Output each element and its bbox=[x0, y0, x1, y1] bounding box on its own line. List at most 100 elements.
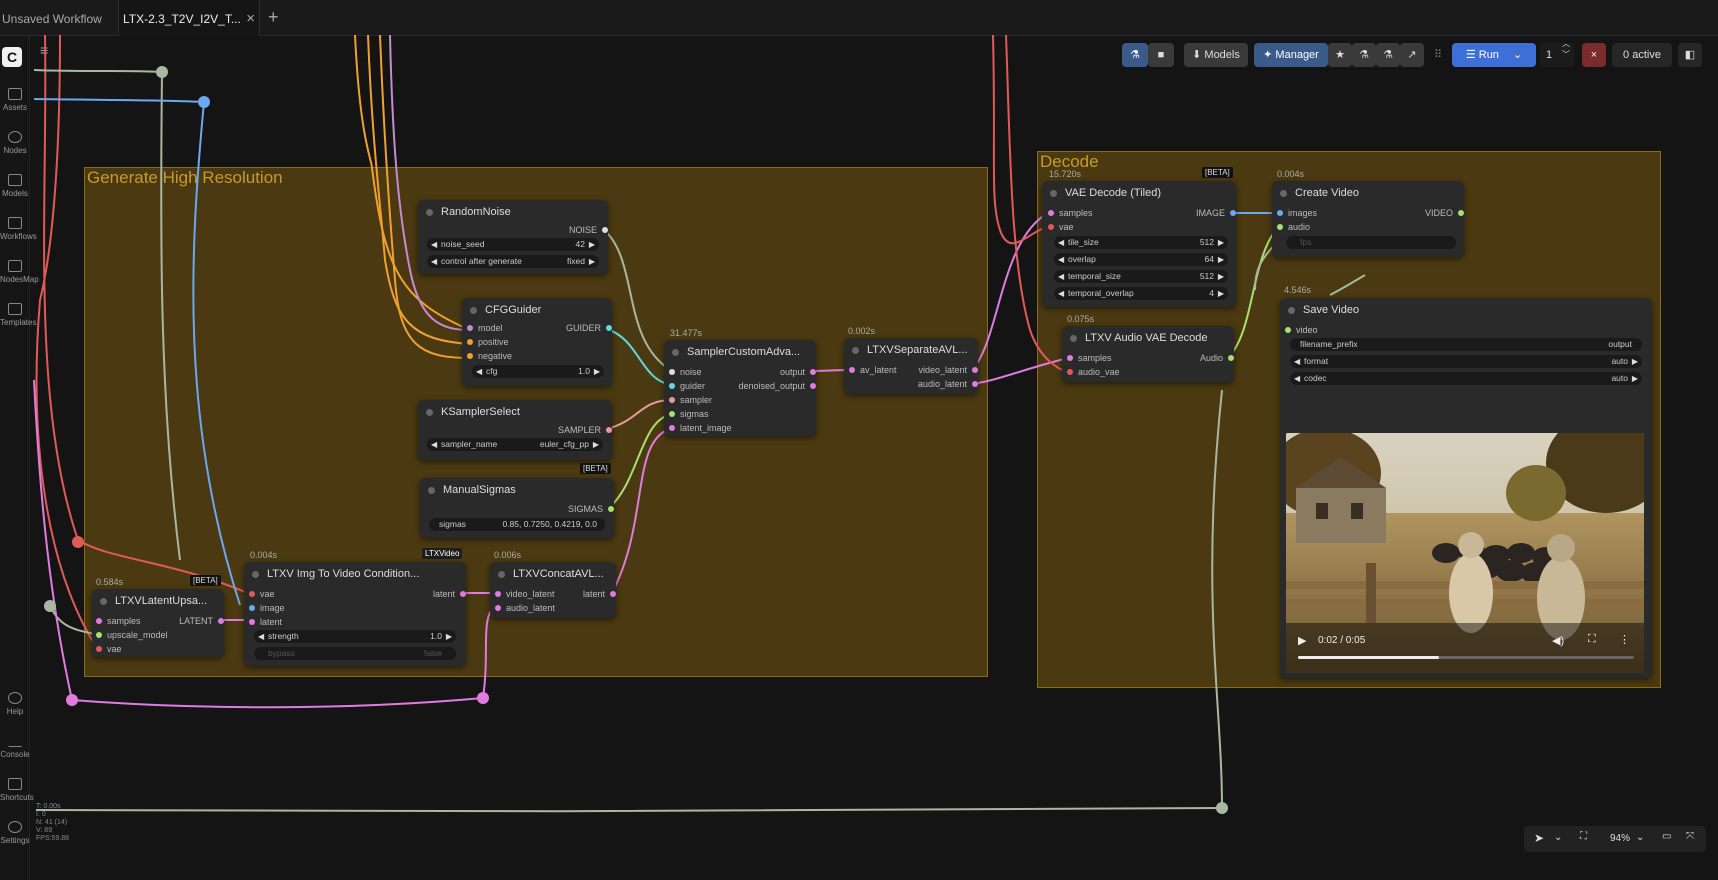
output-port-latent[interactable]: latent bbox=[583, 589, 617, 599]
input-port-av-latent[interactable]: av_latent bbox=[849, 365, 897, 375]
output-port-output[interactable]: output bbox=[780, 367, 817, 377]
zoom-level[interactable]: 94% bbox=[1610, 833, 1631, 844]
output-port-audio[interactable]: Audio bbox=[1200, 353, 1235, 363]
drag-handle-icon[interactable]: ⠿ bbox=[1434, 49, 1443, 61]
share-icon[interactable]: ↗ bbox=[1400, 43, 1424, 67]
close-icon[interactable]: × bbox=[246, 10, 255, 27]
node-ltxv-separate-av-latent[interactable]: LTXVSeparateAVL... av_latent video_laten… bbox=[844, 338, 979, 394]
output-port-noise[interactable]: NOISE bbox=[569, 225, 609, 235]
cancel-queue-button[interactable]: × bbox=[1582, 43, 1606, 67]
input-port-samples[interactable]: samples bbox=[1048, 208, 1093, 218]
output-port-sigmas[interactable]: SIGMAS bbox=[568, 504, 615, 514]
input-port-guider[interactable]: guider bbox=[669, 381, 705, 391]
chevron-down-icon[interactable]: ⌄ bbox=[1554, 832, 1563, 843]
output-port-denoised-output[interactable]: denoised_output bbox=[738, 381, 816, 391]
output-port-video-latent[interactable]: video_latent bbox=[918, 365, 978, 375]
sidebar-item-models[interactable]: Models bbox=[0, 174, 30, 198]
node-vae-decode-tiled[interactable]: VAE Decode (Tiled) samples vae IMAGE ◀ti… bbox=[1042, 181, 1237, 307]
input-port-samples[interactable]: samples bbox=[1067, 353, 1112, 363]
add-tab-icon[interactable]: + bbox=[268, 7, 279, 27]
active-jobs-badge[interactable]: 0 active bbox=[1612, 43, 1672, 67]
input-port-negative[interactable]: negative bbox=[467, 351, 512, 361]
output-port-latent[interactable]: latent bbox=[433, 589, 467, 599]
input-port-vae[interactable]: vae bbox=[96, 644, 122, 654]
output-port-video[interactable]: VIDEO bbox=[1425, 208, 1465, 218]
output-port-image[interactable]: IMAGE bbox=[1196, 208, 1237, 218]
output-port-guider[interactable]: GUIDER bbox=[566, 323, 613, 333]
tab-unsaved-workflow[interactable]: Unsaved Workflow bbox=[0, 0, 118, 36]
minimap-icon[interactable]: ▭ bbox=[1662, 831, 1672, 842]
flask-icon[interactable]: ⚗ bbox=[1352, 43, 1376, 67]
node-ltxv-concat-av-latent[interactable]: LTXVConcatAVL... video_latent audio_late… bbox=[490, 562, 617, 618]
pointer-icon[interactable]: ➤ bbox=[1534, 831, 1545, 845]
input-port-noise[interactable]: noise bbox=[669, 367, 702, 377]
stop-square-icon[interactable]: ■ bbox=[1148, 43, 1174, 67]
output-port-audio-latent[interactable]: audio_latent bbox=[918, 379, 979, 389]
queue-count-stepper[interactable]: 1︿﹀ bbox=[1540, 39, 1574, 67]
fullscreen-icon[interactable]: ⛶ bbox=[1588, 633, 1596, 645]
tab-ltx-workflow[interactable]: LTX-2.3_T2V_I2V_T... × bbox=[118, 0, 260, 36]
node-ltxv-latent-upsampler[interactable]: LTXVLatentUpsa... samples upscale_model … bbox=[92, 589, 224, 657]
toggle-icon[interactable]: ⚗ bbox=[1122, 43, 1148, 67]
widget-fps[interactable]: fps bbox=[1286, 236, 1456, 249]
sidebar-item-workflows[interactable]: Workflows bbox=[0, 217, 37, 241]
star-icon[interactable]: ★ bbox=[1328, 43, 1352, 67]
fit-view-icon[interactable]: ⛶ bbox=[1580, 831, 1587, 842]
input-port-video-latent[interactable]: video_latent bbox=[495, 589, 555, 599]
input-port-positive[interactable]: positive bbox=[467, 337, 509, 347]
video-progress-track[interactable] bbox=[1298, 656, 1634, 659]
input-port-sigmas[interactable]: sigmas bbox=[669, 409, 709, 419]
output-port-sampler[interactable]: SAMPLER bbox=[558, 425, 613, 435]
input-port-image[interactable]: image bbox=[249, 603, 285, 613]
sidebar-item-nodes[interactable]: Nodes bbox=[0, 131, 30, 155]
input-port-vae[interactable]: vae bbox=[1048, 222, 1074, 232]
input-port-latent-image[interactable]: latent_image bbox=[669, 423, 732, 433]
node-ltxv-img-to-video-conditioning[interactable]: LTXV Img To Video Condition... vae image… bbox=[244, 562, 467, 666]
manager-button[interactable]: ✦ Manager bbox=[1254, 43, 1328, 67]
input-port-vae[interactable]: vae bbox=[249, 589, 275, 599]
input-port-model[interactable]: model bbox=[467, 323, 503, 333]
output-port-latent[interactable]: LATENT bbox=[179, 616, 224, 626]
input-port-samples[interactable]: samples bbox=[96, 616, 141, 626]
input-port-images[interactable]: images bbox=[1277, 208, 1317, 218]
hide-links-icon[interactable]: ⤧ bbox=[1686, 831, 1694, 842]
menu-icon[interactable]: ≡ bbox=[40, 42, 49, 58]
input-port-latent[interactable]: latent bbox=[249, 617, 282, 627]
sidebar-item-console[interactable]: Console bbox=[0, 735, 30, 759]
play-icon[interactable]: ▶ bbox=[1298, 635, 1307, 647]
models-button[interactable]: ⬇ Models bbox=[1184, 43, 1248, 67]
input-port-audio-latent[interactable]: audio_latent bbox=[495, 603, 555, 613]
zoom-chevron-icon[interactable]: ⌄ bbox=[1636, 832, 1645, 843]
node-ltxv-audio-vae-decode[interactable]: LTXV Audio VAE Decode samples audio_vae … bbox=[1062, 326, 1235, 382]
flask-alt-icon[interactable]: ⚗ bbox=[1376, 43, 1400, 67]
input-port-upscale-model[interactable]: upscale_model bbox=[96, 630, 168, 640]
node-cfg-guider[interactable]: CFGGuider GUIDER model positive negative… bbox=[462, 298, 613, 386]
sidebar-item-assets[interactable]: Assets bbox=[0, 88, 30, 112]
sidebar-item-settings[interactable]: Settings bbox=[0, 821, 30, 845]
panel-toggle-icon[interactable]: ◧ bbox=[1678, 43, 1702, 67]
sidebar-item-help[interactable]: Help bbox=[0, 692, 30, 716]
video-preview[interactable] bbox=[1286, 433, 1644, 673]
node-create-video[interactable]: Create Video images audio fps VIDEO bbox=[1272, 181, 1465, 257]
sidebar-item-templates[interactable]: Templates bbox=[0, 303, 36, 327]
input-port-audio-vae[interactable]: audio_vae bbox=[1067, 367, 1120, 377]
sidebar-item-shortcuts[interactable]: Shortcuts bbox=[0, 778, 34, 802]
run-button[interactable]: ☰ Run⌄ bbox=[1452, 43, 1536, 67]
more-options-icon[interactable]: ⋮ bbox=[1619, 634, 1630, 646]
sidebar-item-nodesmap[interactable]: NodesMap bbox=[0, 260, 39, 284]
